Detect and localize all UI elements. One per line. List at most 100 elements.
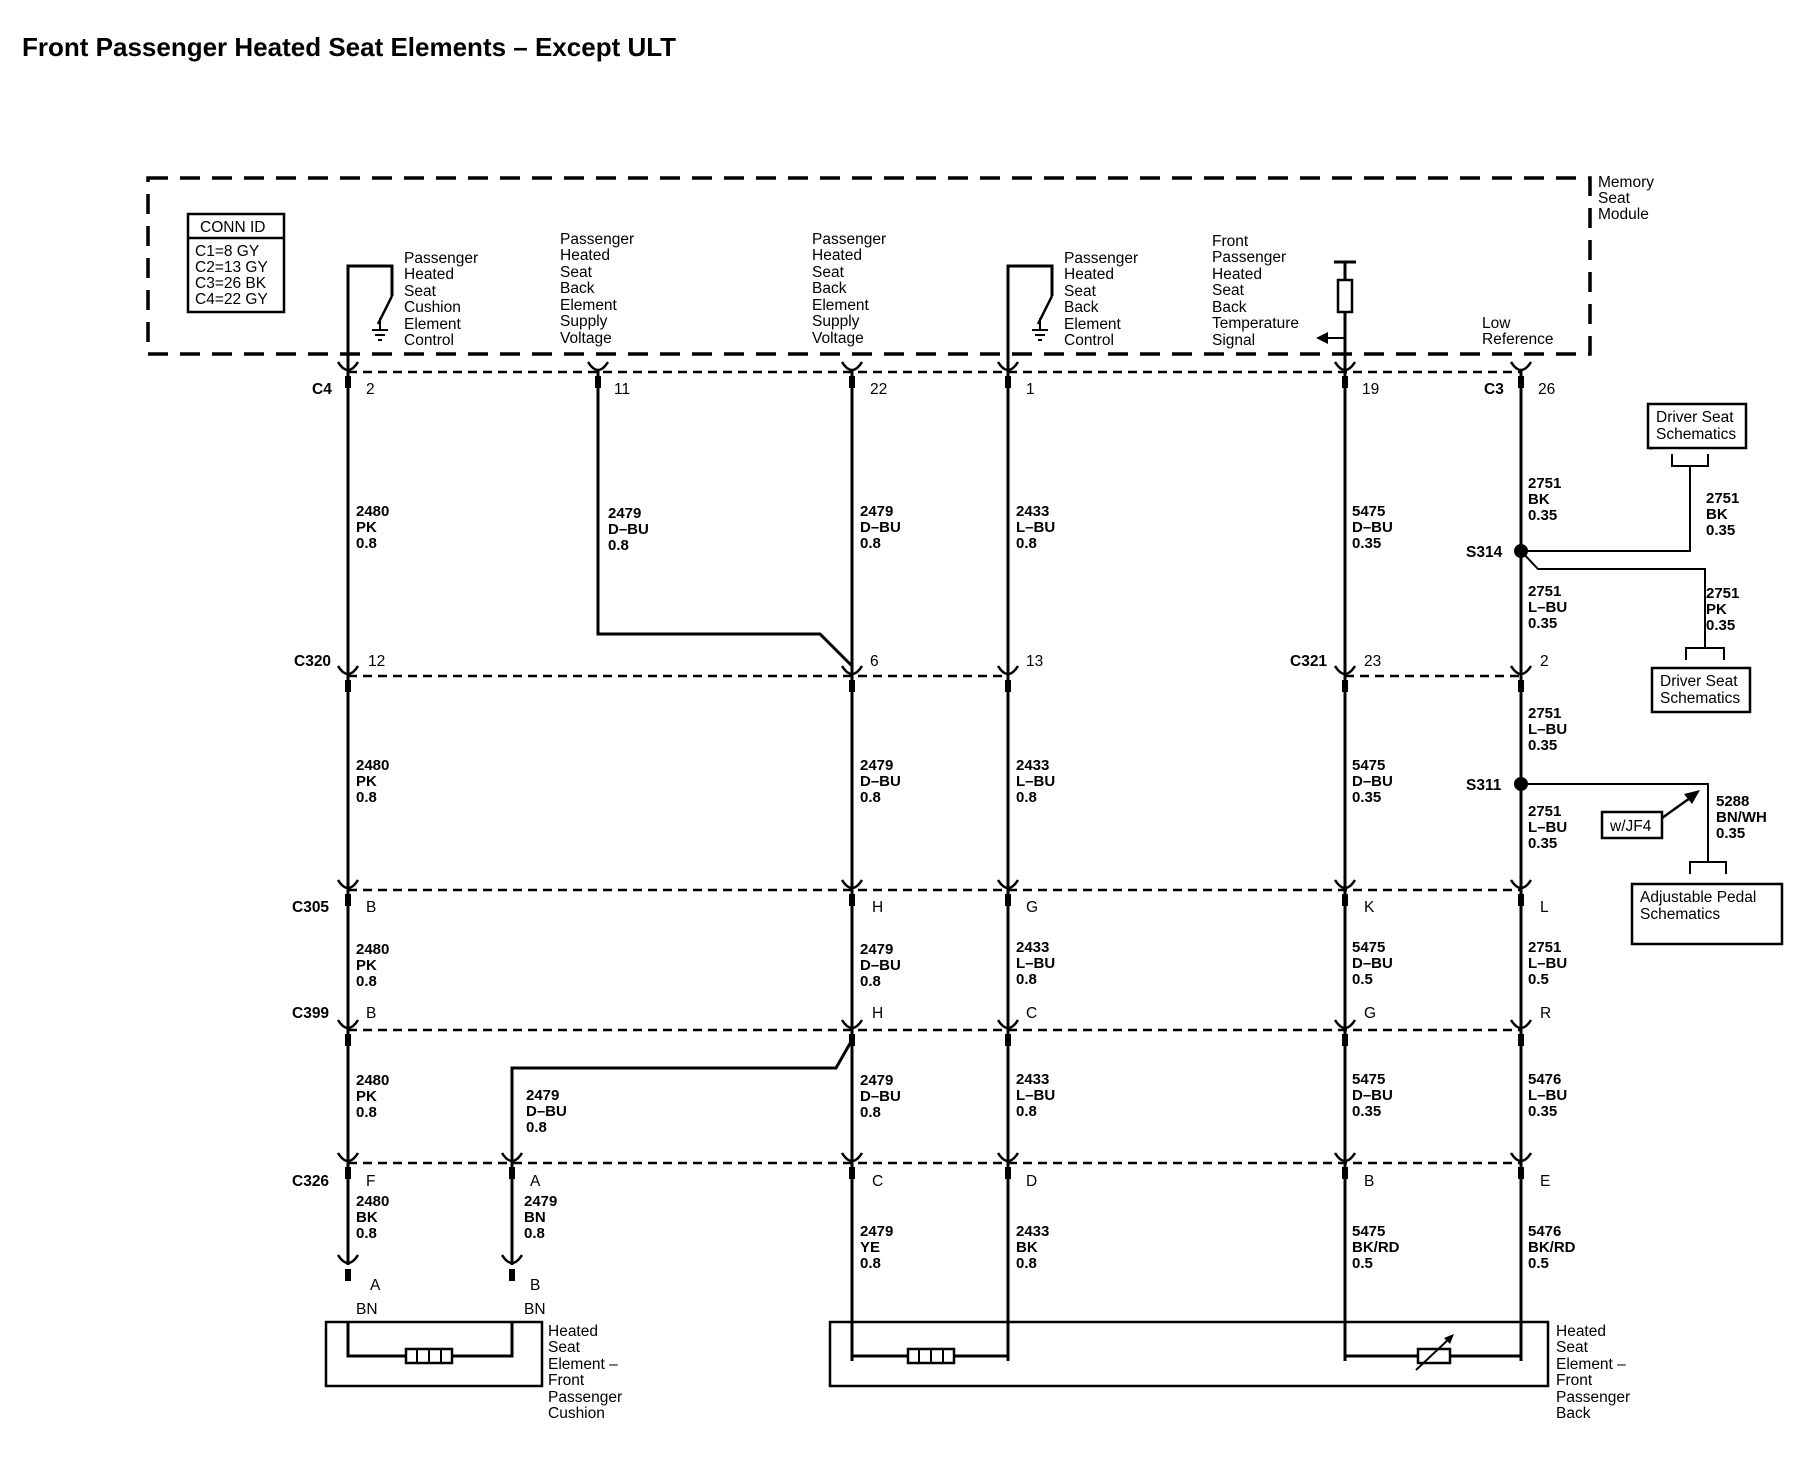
svg-text:Schematics: Schematics [1660,690,1740,707]
connector-terminal [336,361,360,372]
connector-pin [1342,680,1348,692]
svg-text:Element –: Element – [548,1356,618,1373]
wire-label-line: 0.8 [608,537,629,554]
driver-seat-schematics-ref-2[interactable]: Driver Seat Schematics [1650,647,1752,714]
wire-label-line: 2480 [356,503,389,520]
svg-text:Voltage: Voltage [812,330,864,347]
svg-text:Element: Element [560,297,618,314]
svg-text:Heated: Heated [1064,266,1114,283]
connector-terminal [840,361,864,372]
connector-pin [1342,376,1348,388]
wire-label-line: 0.8 [356,535,377,552]
wire-label-line: 0.8 [860,535,881,552]
wire-label-line: BK [1016,1239,1038,1256]
pin-label: B [366,1005,376,1022]
wire-label-line: 0.35 [1528,507,1557,524]
wire-label-line: 2751 [1528,803,1561,820]
svg-text:Heated: Heated [560,247,610,264]
svg-text:Seat: Seat [404,283,437,300]
connector-terminal [840,1019,864,1030]
svg-text:Low: Low [1482,315,1511,332]
connector-c320-label: C320 [294,653,331,670]
connector-c4-label: C4 [312,381,332,398]
pin-label: K [1364,899,1375,916]
wire-label-line: D–BU [1352,955,1393,972]
connector-terminal [336,1152,360,1163]
wire-label-line: 5476 [1528,1071,1561,1088]
connector-pin [1342,1034,1348,1046]
wire-label-line: 2433 [1016,757,1049,774]
wire-label-line: 0.5 [1352,971,1373,988]
connector-terminal [996,1019,1020,1030]
wire-label-line: 0.8 [526,1119,547,1136]
svg-text:Passenger: Passenger [1212,249,1286,266]
connector-terminal [996,665,1020,676]
cushion-control-label: Passenger Heated Seat Cushion Element Co… [404,250,478,349]
wire-label-line: D–BU [860,957,901,974]
svg-text:Seat: Seat [1598,190,1631,207]
conn-id-box: CONN ID C1=8 GY C2=13 GY C3=26 BK C4=22 … [186,212,286,314]
pin-label: 23 [1364,653,1381,670]
wire-label-line: 0.8 [356,789,377,806]
wire-label-line: 0.8 [356,973,377,990]
driver-seat-schematics-ref-1[interactable]: Driver Seat Schematics [1646,402,1748,467]
wire-label-line: 0.35 [1706,617,1735,634]
svg-text:Reference: Reference [1482,331,1554,348]
wire-label-line: 2479 [860,757,893,774]
connector-pin [345,1269,351,1281]
wire-label-line: 0.35 [1528,615,1557,632]
connector-terminal [1333,879,1357,890]
heating-element-icon [404,1347,454,1365]
svg-text:Back: Back [1064,299,1099,316]
connector-pin [345,1167,351,1179]
wire-label-line: D–BU [1352,773,1393,790]
connector-terminal [1333,1152,1357,1163]
svg-text:w/JF4: w/JF4 [1609,818,1652,835]
conn-id-row: C3=26 BK [195,275,267,292]
connector-pin [849,1167,855,1179]
pin-label: 2 [1540,653,1549,670]
pin-label: H [872,899,883,916]
pin-label: L [1540,899,1549,916]
wire-label-line: 5475 [1352,757,1385,774]
svg-text:Seat: Seat [560,264,593,281]
wire-label-line: L–BU [1528,599,1567,616]
connector-pin [345,680,351,692]
wire-label-line: L–BU [1016,773,1055,790]
low-reference-label: Low Reference [1482,315,1554,348]
svg-text:Adjustable Pedal: Adjustable Pedal [1640,889,1756,906]
conn-id-row: C2=13 GY [195,259,268,276]
wire-label-line: BN/WH [1716,809,1767,826]
connector-terminal [1333,1019,1357,1030]
connector-terminal [1333,665,1357,676]
heated-seat-back-element: Heated Seat Element – Front Passenger Ba… [828,1320,1630,1422]
connector-pin [345,1034,351,1046]
svg-text:Element: Element [1064,316,1122,333]
wire-label-line: 0.5 [1528,971,1549,988]
wire-label-line: 0.8 [356,1104,377,1121]
wire-label-line: 0.5 [1352,1255,1373,1272]
svg-text:Passenger: Passenger [560,231,634,248]
pin-label: 12 [368,653,385,670]
connector-pin [1005,1167,1011,1179]
svg-text:Passenger: Passenger [548,1389,622,1406]
back-supply-label: Passenger Heated Seat Back Element Suppl… [812,231,886,347]
wire-label-line: 0.5 [1528,1255,1549,1272]
splice-s314-label: S314 [1466,544,1503,561]
connector-pin [849,376,855,388]
connector-pin [849,1034,855,1046]
connector-terminal [336,1254,360,1265]
svg-text:Seat: Seat [1212,282,1245,299]
adjustable-pedal-schematics-ref[interactable]: Adjustable Pedal Schematics [1630,861,1784,946]
connector-pin [1342,1167,1348,1179]
pin-label: 6 [870,653,879,670]
pin-label: A [370,1277,381,1294]
